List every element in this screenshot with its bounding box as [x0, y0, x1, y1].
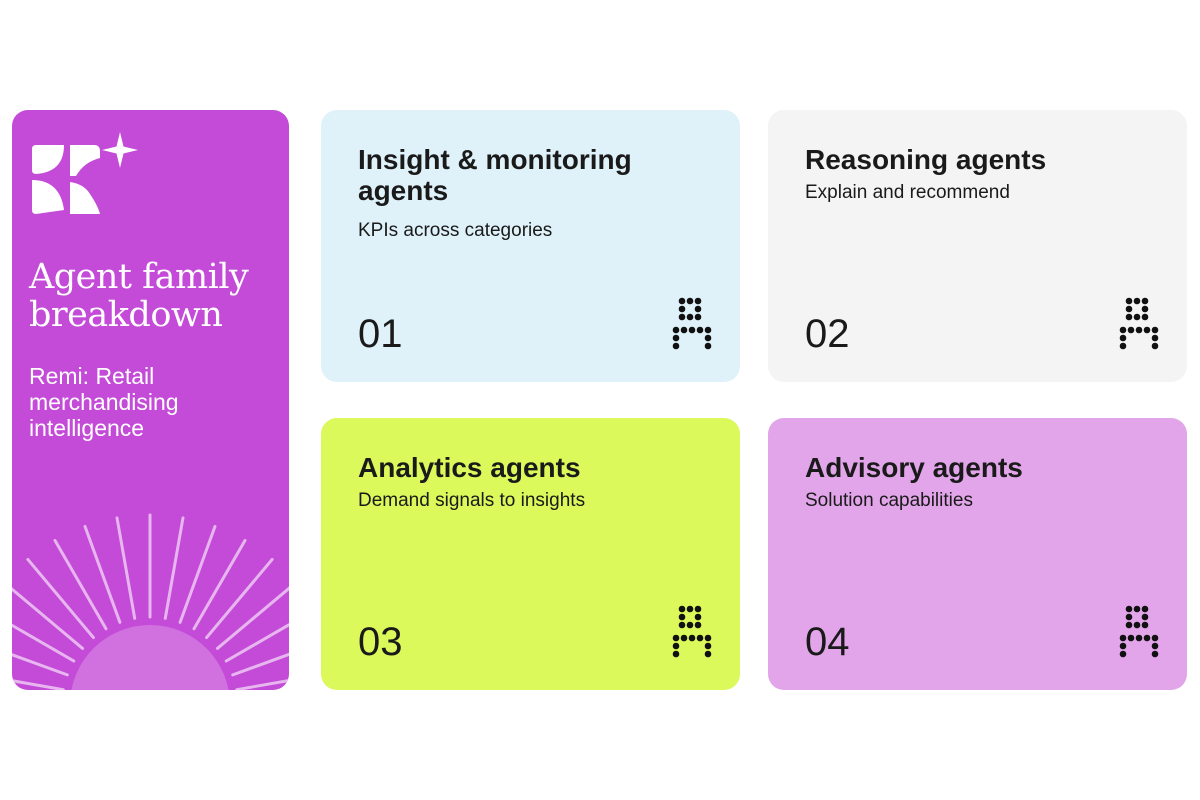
- agent-dots-icon: [1119, 297, 1159, 350]
- sunburst-decoration: [12, 513, 289, 690]
- agent-dots-icon: [1119, 605, 1159, 658]
- card-number: 01: [358, 312, 403, 356]
- card-title: Analytics agents: [358, 452, 581, 483]
- card-insight-monitoring[interactable]: Insight & monitoring agents KPIs across …: [321, 110, 740, 382]
- agent-dots-icon: [672, 297, 712, 350]
- card-subtitle: Demand signals to insights: [358, 490, 586, 511]
- card-number: 04: [805, 620, 850, 664]
- card-analytics[interactable]: Analytics agents Demand signals to insig…: [321, 418, 740, 690]
- sparkle-logo-icon: [32, 132, 138, 214]
- card-reasoning[interactable]: Reasoning agents Explain and recommend 0…: [768, 110, 1187, 382]
- card-subtitle: Solution capabilities: [805, 490, 973, 511]
- card-number: 02: [805, 312, 850, 356]
- card-number: 03: [358, 620, 403, 664]
- card-subtitle: Explain and recommend: [805, 182, 1010, 203]
- card-subtitle: KPIs across categories: [358, 220, 553, 241]
- agent-dots-icon: [672, 605, 712, 658]
- card-title: Insight & monitoring agents: [358, 144, 632, 206]
- page-title: Agent family breakdown: [29, 257, 249, 335]
- card-advisory[interactable]: Advisory agents Solution capabilities 04: [768, 418, 1187, 690]
- card-title: Advisory agents: [805, 452, 1023, 483]
- page-subtitle: Remi: Retail merchandising intelligence: [29, 363, 179, 441]
- sidebar-panel: Agent family breakdown Remi: Retail merc…: [12, 110, 289, 690]
- card-title: Reasoning agents: [805, 144, 1047, 175]
